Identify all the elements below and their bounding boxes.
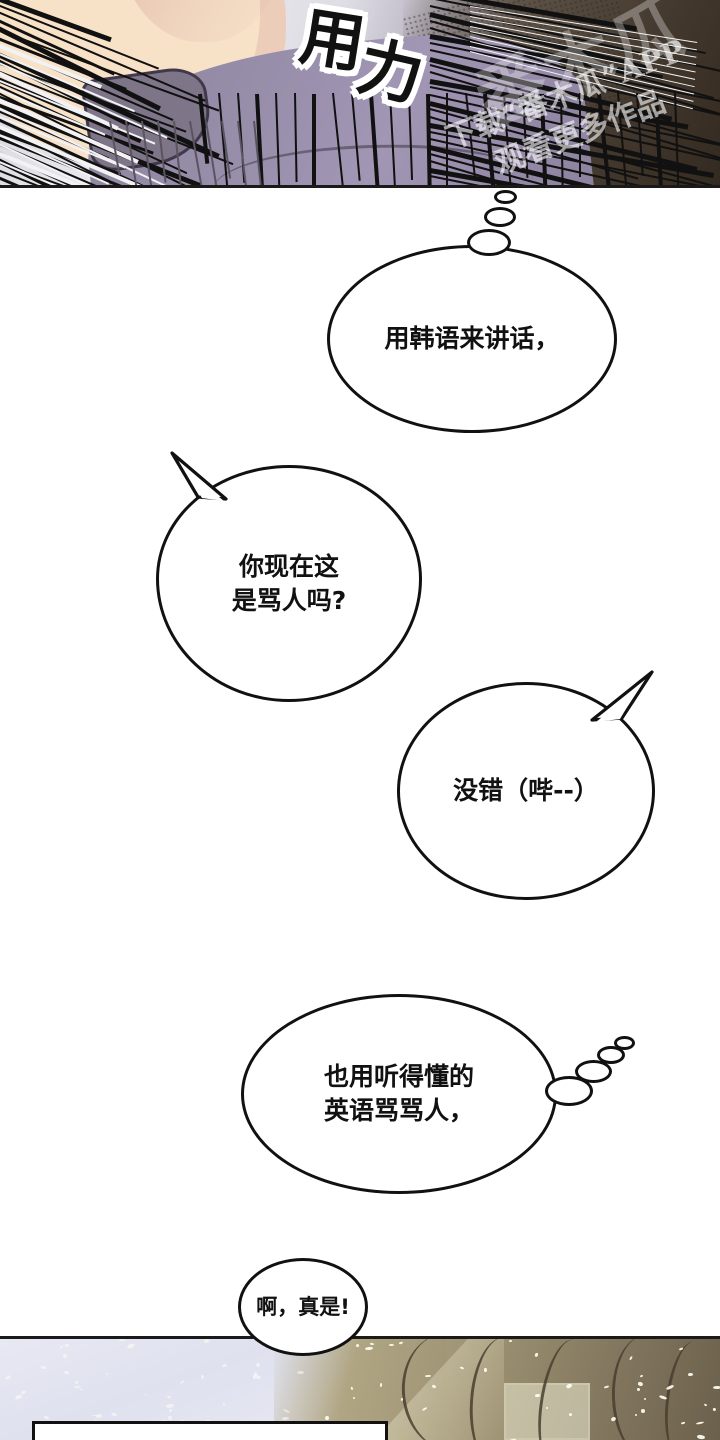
face-blush-shading (116, 0, 286, 42)
speech-bubble-2: 你现在这 是骂人吗? (156, 465, 422, 702)
thought-bubble-4-dot-small (597, 1046, 625, 1064)
thought-bubble-1-text: 用韩语来讲话， (384, 324, 560, 354)
sparkle (687, 1372, 693, 1376)
speed-line (312, 94, 316, 188)
speech-bubble-2-tail (170, 451, 228, 501)
top-comic-panel: 用力 番木瓜 下载“番木瓜”APP 观看更多作品 (0, 0, 720, 188)
speech-bubble-3-tail (590, 670, 654, 722)
panel-border-bottom (0, 185, 720, 188)
caption-box (32, 1421, 388, 1440)
sparkle (643, 1398, 646, 1400)
thought-bubble-4: 也用听得懂的 英语骂骂人， (241, 994, 557, 1194)
sparkle (167, 1415, 172, 1421)
thought-bubble-1-dot-large (467, 229, 511, 256)
gutter-area: 用韩语来讲话， 你现在这 是骂人吗? 没错（哔--） 也用听得懂的 英语骂骂人， (0, 188, 720, 1356)
speech-bubble-3-text: 没错（哔--） (453, 776, 599, 806)
thought-bubble-1: 用韩语来讲话， (327, 245, 617, 433)
thought-bubble-4-text: 也用听得懂的 英语骂骂人， (323, 1062, 474, 1125)
speed-line (446, 93, 448, 188)
bottom-comic-panel (0, 1336, 720, 1440)
thought-bubble-4-dot-medium (575, 1060, 612, 1083)
sparkle (200, 1374, 205, 1379)
sparkle (169, 1408, 172, 1412)
sparkle (424, 1374, 431, 1377)
sparkle (40, 1365, 46, 1369)
sparkle (636, 1387, 640, 1392)
thought-bubble-1-dot-small (494, 190, 517, 204)
speech-bubble-2-text: 你现在这 是骂人吗? (231, 551, 347, 615)
sparkle (641, 1408, 646, 1413)
bottom-panel-window-frame (504, 1383, 591, 1440)
thought-bubble-1-dot-medium (484, 207, 516, 227)
speech-bubble-5: 啊，真是! (238, 1258, 368, 1356)
thought-bubble-4-dot-tiny (614, 1036, 635, 1050)
speech-bubble-5-text: 啊，真是! (256, 1294, 350, 1319)
